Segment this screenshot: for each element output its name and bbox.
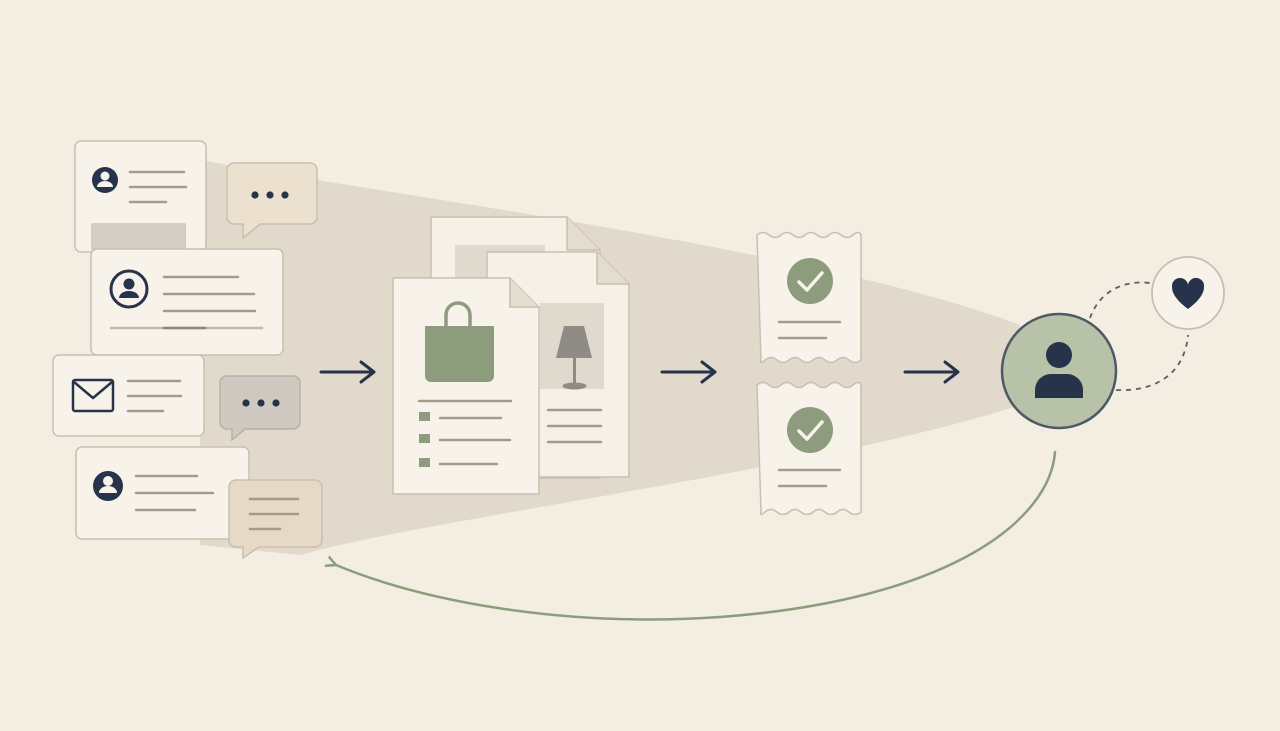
typing-bubble-icon: [251, 191, 289, 199]
message-card-3: [75, 446, 250, 540]
arrow-right-icon: [660, 360, 717, 384]
product-document-front: [392, 277, 540, 495]
user-icon: [93, 471, 123, 501]
favorite-badge: [1151, 256, 1225, 330]
user-icon: [1035, 342, 1083, 398]
arrow-right-icon: [903, 360, 960, 384]
checkmark-icon: [787, 258, 833, 304]
dashed-connector-top: [1089, 281, 1151, 319]
approved-receipt-2: [756, 381, 862, 516]
shopping-bag-icon: [425, 301, 494, 382]
approved-receipt-1: [756, 231, 862, 364]
message-bubble-icon: [248, 497, 300, 531]
email-card: [52, 354, 205, 437]
typing-bubble-icon: [242, 399, 280, 407]
message-card-2: [90, 248, 284, 356]
envelope-icon: [71, 378, 115, 413]
heart-icon: [1171, 277, 1205, 309]
checkmark-icon: [787, 407, 833, 453]
customer-avatar: [1000, 312, 1118, 430]
lamp-icon: [556, 326, 592, 390]
feedback-loop-arrow: [336, 450, 1057, 621]
message-card-1: [74, 140, 207, 253]
arrow-right-icon: [319, 360, 376, 384]
typing-bubble-1: [226, 162, 318, 240]
message-bubble: [228, 479, 323, 560]
typing-bubble-2: [219, 375, 301, 442]
user-icon: [92, 167, 118, 193]
user-icon: [109, 269, 149, 309]
dashed-connector-bottom: [1115, 334, 1189, 391]
